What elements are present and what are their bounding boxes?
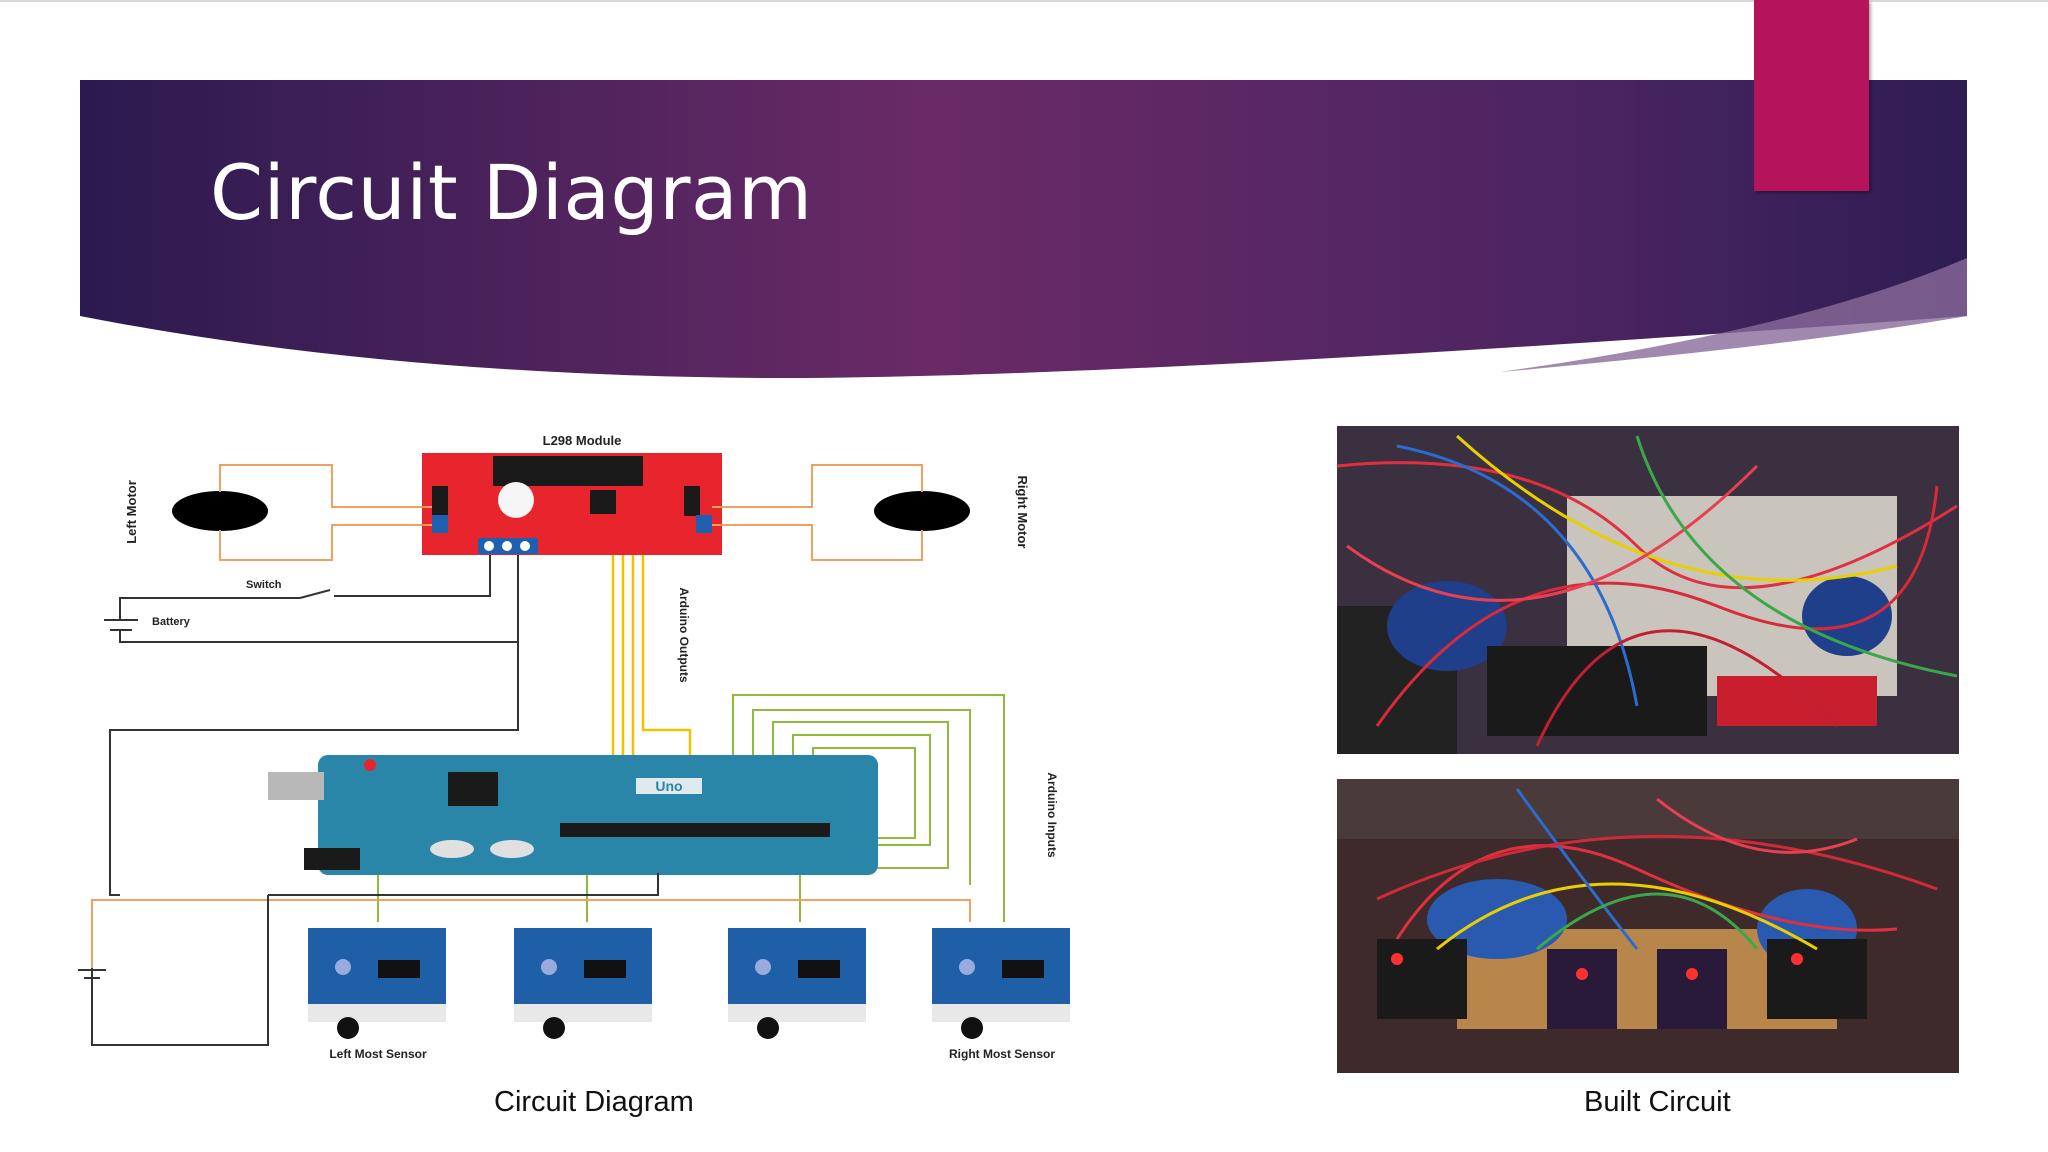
sensor-2 bbox=[514, 928, 652, 1039]
module-label: L298 Module bbox=[543, 433, 622, 448]
built-circuit-photo-top bbox=[1337, 426, 1959, 754]
left-motor bbox=[172, 491, 268, 531]
right-sensor-label: Right Most Sensor bbox=[949, 1047, 1055, 1061]
sensor-left-most bbox=[308, 928, 446, 1039]
right-motor bbox=[874, 491, 970, 531]
sensor-right-most bbox=[932, 928, 1070, 1039]
accent-tab bbox=[1754, 0, 1869, 191]
header-banner bbox=[80, 80, 1967, 379]
left-motor-label: Left Motor bbox=[124, 480, 139, 544]
built-circuit-photo-bottom bbox=[1337, 779, 1959, 1073]
sensor-3 bbox=[728, 928, 866, 1039]
arduino-outputs-label: Arduino Outputs bbox=[677, 587, 691, 683]
left-sensor-label: Left Most Sensor bbox=[329, 1047, 427, 1061]
arduino-board bbox=[318, 755, 878, 875]
diagram-caption: Circuit Diagram bbox=[494, 1086, 694, 1118]
switch-label: Switch bbox=[246, 579, 282, 591]
board-label: Uno bbox=[655, 778, 682, 794]
right-motor-label: Right Motor bbox=[1015, 476, 1030, 549]
arduino-inputs-label: Arduino Inputs bbox=[1045, 772, 1059, 858]
top-border bbox=[0, 0, 2048, 2]
battery-label: Battery bbox=[152, 616, 191, 628]
circuit-diagram: L298 Module Left Motor Right Motor Switc… bbox=[78, 433, 1070, 1061]
photo-caption: Built Circuit bbox=[1584, 1086, 1731, 1118]
slide-title: Circuit Diagram bbox=[210, 148, 813, 237]
